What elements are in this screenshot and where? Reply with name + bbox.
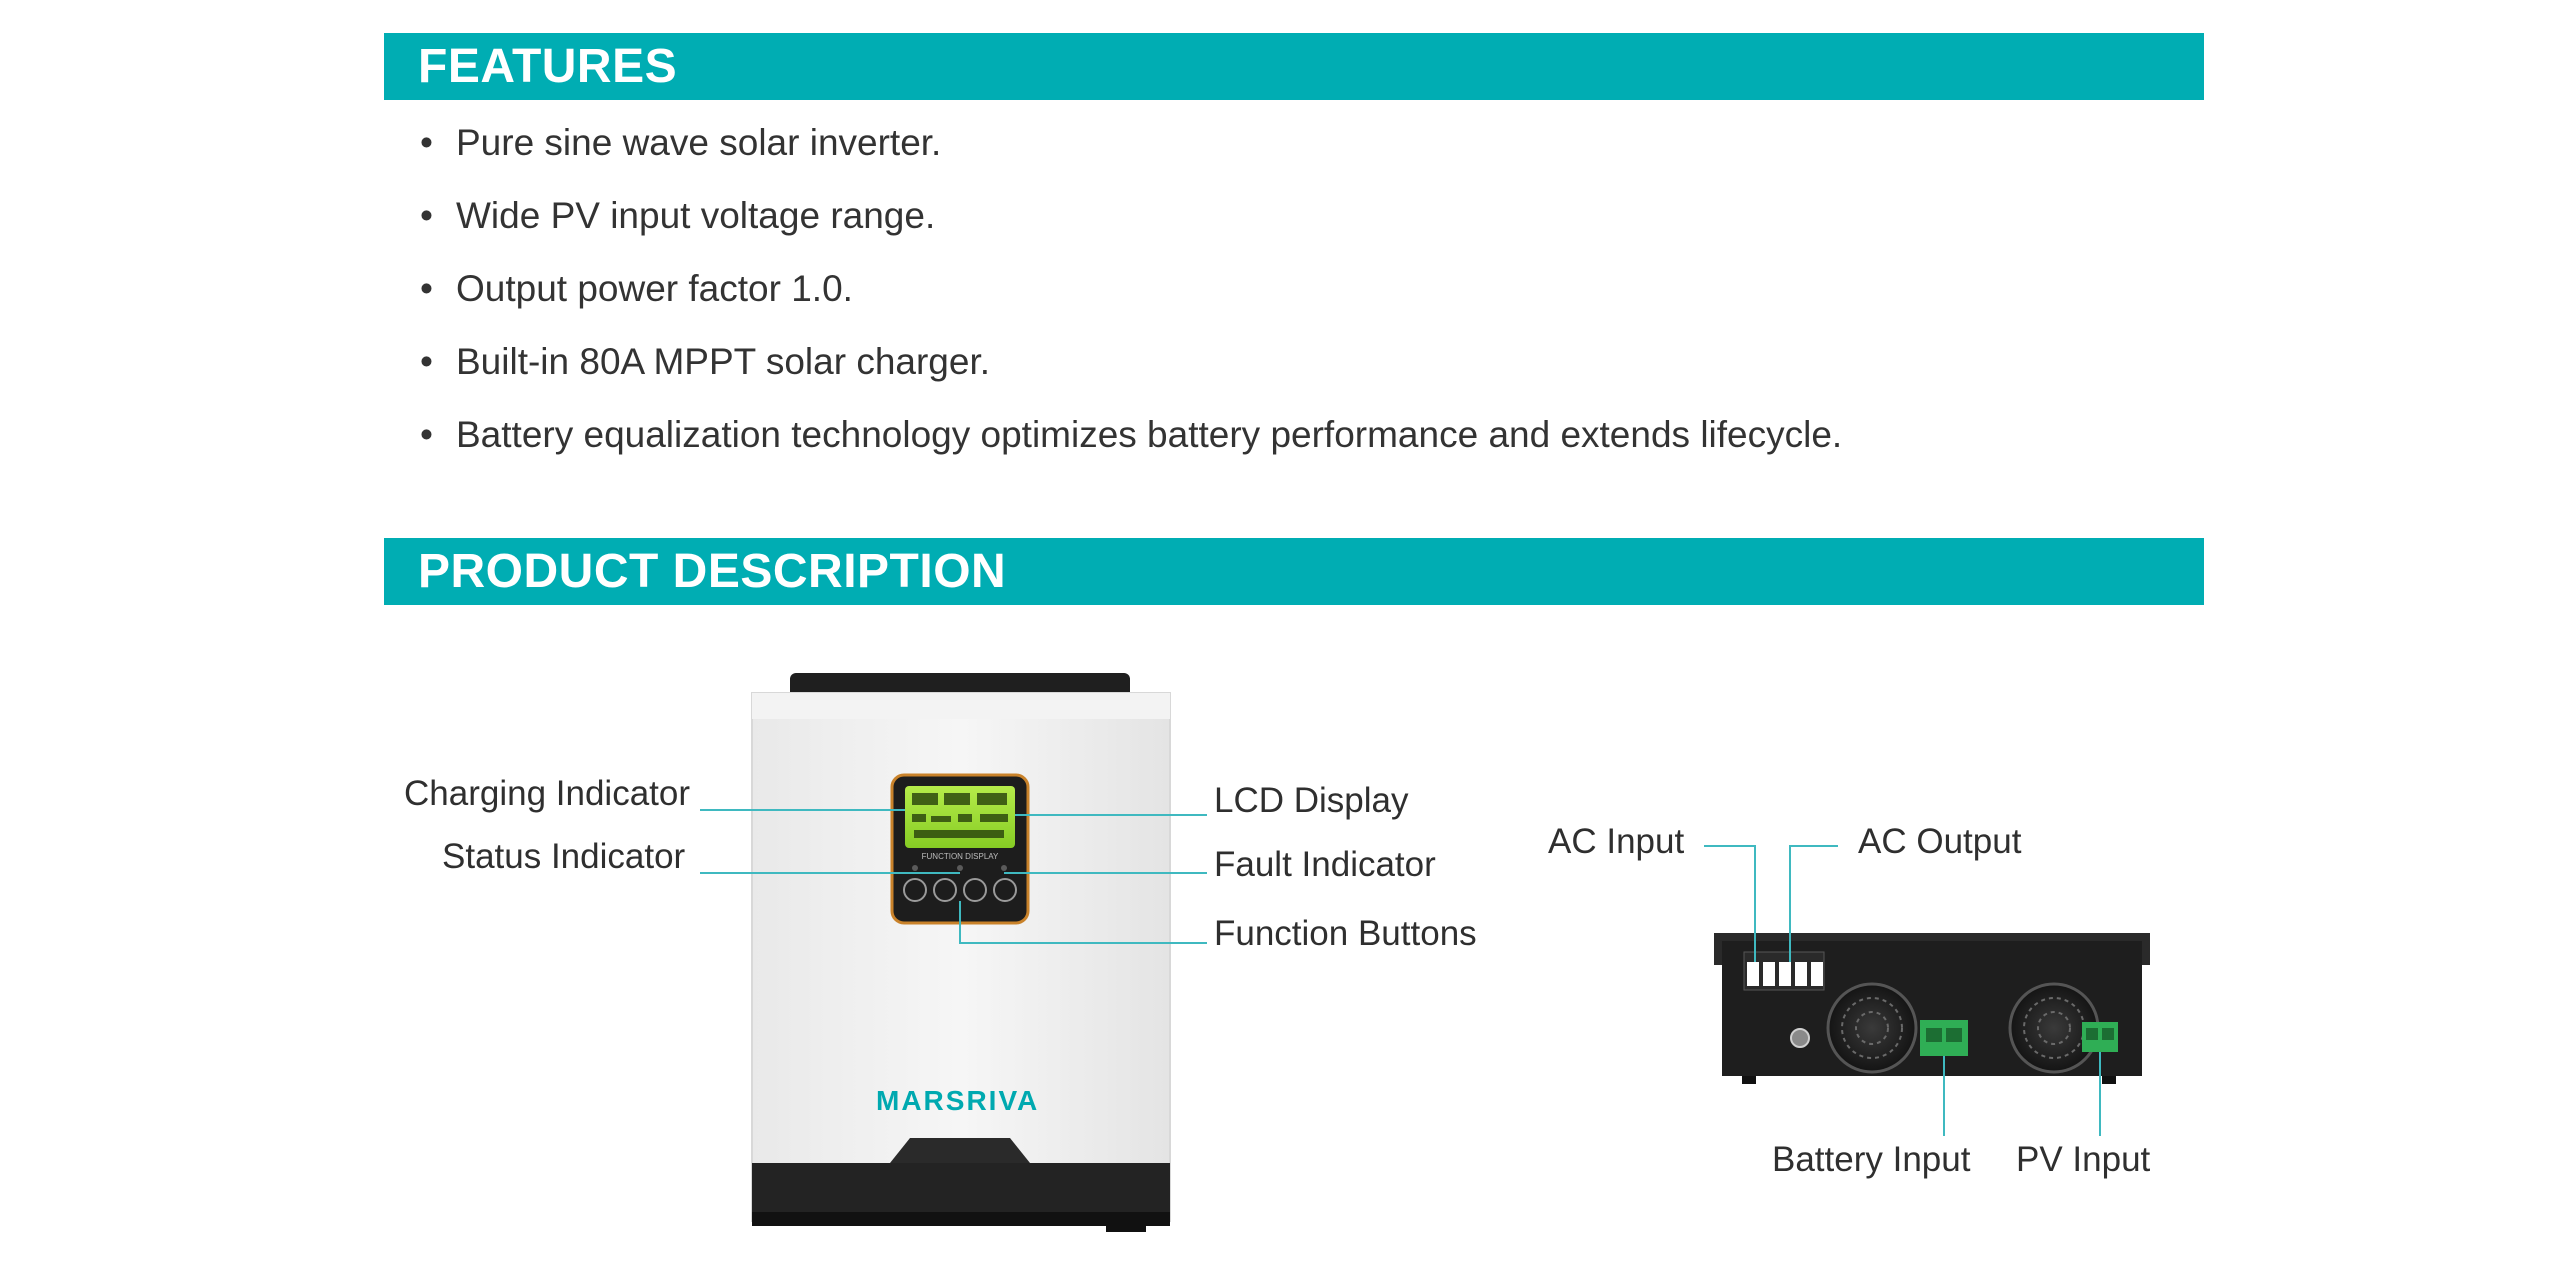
feature-list: • Pure sine wave solar inverter. • Wide PV… [420, 112, 1842, 477]
list-item: • Built-in 80A MPPT solar charger. [420, 331, 1842, 404]
inverter-front-view: FUNCTION DISPLAY [700, 673, 1207, 1232]
feature-text: Built-in 80A MPPT solar charger. [456, 341, 991, 382]
base-notch [890, 1138, 1030, 1163]
function-button[interactable] [933, 878, 957, 902]
bullet-icon: • [420, 268, 433, 309]
fault-indicator-label: Fault Indicator [1214, 845, 1436, 884]
list-item: • Battery equalization technology optimiz… [420, 404, 1842, 477]
base-foot [752, 1212, 1170, 1226]
function-buttons-label: Function Buttons [1214, 914, 1477, 953]
lcd-display-label: LCD Display [1214, 781, 1409, 820]
function-button[interactable] [903, 878, 927, 902]
svg-text:FUNCTION DISPLAY: FUNCTION DISPLAY [922, 852, 999, 861]
charging-led [912, 865, 918, 871]
bullet-icon: • [420, 195, 433, 236]
bottom-base [752, 1163, 1170, 1221]
pv-input-label: PV Input [2016, 1140, 2151, 1179]
list-item: • Pure sine wave solar inverter. [420, 112, 1842, 185]
fault-led [1001, 865, 1007, 871]
ac-output-label: AC Output [1858, 822, 2022, 861]
bullet-icon: • [420, 341, 433, 382]
base-foot-tab [1106, 1222, 1146, 1232]
charging-indicator-label: Charging Indicator [404, 774, 690, 813]
function-button[interactable] [993, 878, 1017, 902]
battery-input-label: Battery Input [1772, 1140, 1971, 1179]
fan-icon [1826, 982, 1918, 1074]
feature-text: Output power factor 1.0. [456, 268, 853, 309]
status-led [957, 865, 963, 871]
feature-text: Wide PV input voltage range. [456, 195, 936, 236]
list-item: • Output power factor 1.0. [420, 258, 1842, 331]
inverter-bottom-view [1704, 845, 2150, 1136]
top-band [752, 693, 1170, 719]
list-item: • Wide PV input voltage range. [420, 185, 1842, 258]
ground-screw-icon [1790, 1028, 1810, 1048]
feature-text: Pure sine wave solar inverter. [456, 122, 942, 163]
function-button[interactable] [963, 878, 987, 902]
bullet-icon: • [420, 414, 433, 455]
features-banner: FEATURES [384, 33, 2204, 100]
feature-text: Battery equalization technology optimize… [456, 414, 1843, 455]
ac-input-label: AC Input [1548, 822, 1685, 861]
status-indicator-label: Status Indicator [442, 837, 686, 876]
product-description-banner: PRODUCT DESCRIPTION [384, 538, 2204, 605]
brand-logo: MARSRIVA [876, 1085, 1040, 1116]
bullet-icon: • [420, 122, 433, 163]
